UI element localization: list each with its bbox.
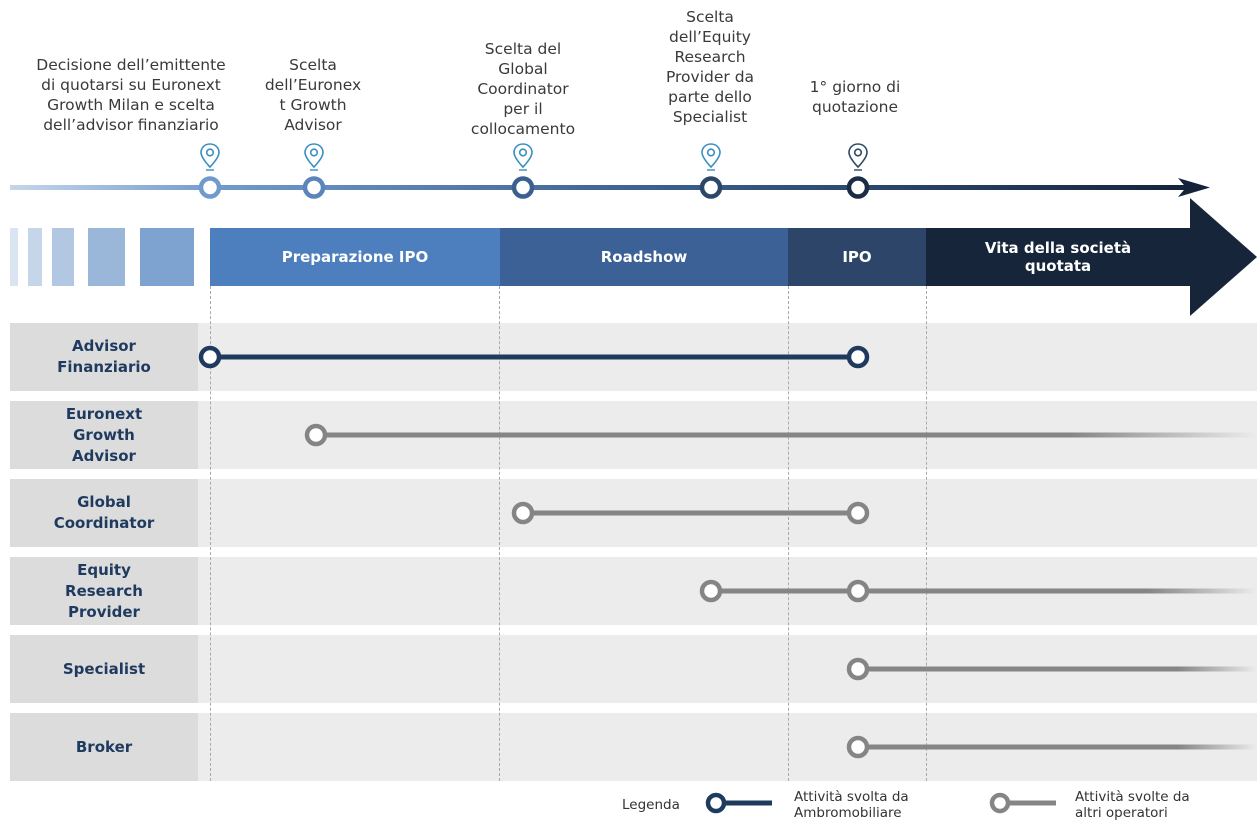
phase-arrow-head <box>1190 198 1257 316</box>
advisor-finanziario-start-node <box>198 345 222 369</box>
location-pin-icon <box>701 143 721 171</box>
decorative-bar <box>140 228 194 286</box>
location-pin-icon <box>200 143 220 171</box>
phase-separator <box>788 286 789 781</box>
phase-preparazione-ipo: Preparazione IPO <box>210 228 500 286</box>
global-coordinator-end-node <box>846 501 870 525</box>
broker-start-node <box>846 735 870 759</box>
specialist-line <box>858 666 1257 672</box>
legend-ambromobiliare-label: Attività svolta da Ambromobiliare <box>794 789 909 821</box>
decorative-bar <box>52 228 74 286</box>
euronext-growth-advisor-start-node <box>304 423 328 447</box>
milestone-label-2: Scelta dell’Euronex t Growth Advisor <box>264 56 362 134</box>
timeline-node <box>198 176 222 199</box>
phase-separator <box>926 286 927 781</box>
row-label-advisor-finanziario: Advisor Finanziario <box>10 323 198 391</box>
decorative-bar <box>10 228 18 286</box>
milestone-label-4: Scelta dell’Equity Research Provider da … <box>665 8 755 126</box>
phase-separator <box>499 286 500 781</box>
phase-roadshow: Roadshow <box>500 228 788 286</box>
row-label-specialist: Specialist <box>10 635 198 703</box>
legend-ambromobiliare-symbol <box>705 792 772 814</box>
equity-research-provider-line <box>711 588 1257 594</box>
timeline-node <box>302 176 326 199</box>
milestone-label-1: Decisione dell’emittente di quotarsi su … <box>36 56 226 134</box>
timeline-node <box>699 176 723 199</box>
decorative-bar <box>28 228 42 286</box>
timeline-arrow <box>10 178 1210 197</box>
phase-separator <box>210 286 211 781</box>
location-pin-icon <box>513 143 533 171</box>
advisor-finanziario-end-node <box>846 345 870 369</box>
phase-ipo: IPO <box>788 228 926 286</box>
specialist-start-node <box>846 657 870 681</box>
broker-line <box>858 744 1257 750</box>
legend-title: Legenda <box>622 797 680 813</box>
milestone-label-5: 1° giorno di quotazione <box>809 78 901 116</box>
legend-altri-symbol <box>989 792 1056 814</box>
equity-research-provider-mid-node <box>846 579 870 603</box>
timeline-nodes <box>198 176 870 199</box>
timeline-node <box>511 176 535 199</box>
location-pin-icon <box>848 143 868 171</box>
legend-altri-label: Attività svolte da altri operatori <box>1075 789 1190 821</box>
milestone-label-3: Scelta del Global Coordinator per il col… <box>470 40 576 138</box>
location-pin-icon <box>304 143 324 171</box>
global-coordinator-start-node <box>511 501 535 525</box>
row-label-equity-research-provider: Equity Research Provider <box>10 557 198 625</box>
timeline-node <box>846 176 870 199</box>
phase-vita-societa-quotata: Vita della società quotata <box>926 228 1190 286</box>
row-label-global-coordinator: Global Coordinator <box>10 479 198 547</box>
row-label-broker: Broker <box>10 713 198 781</box>
decorative-bar <box>88 228 125 286</box>
row-label-euronext-growth-advisor: Euronext Growth Advisor <box>10 401 198 469</box>
equity-research-provider-start-node <box>699 579 723 603</box>
euronext-growth-advisor-line <box>316 432 1257 438</box>
